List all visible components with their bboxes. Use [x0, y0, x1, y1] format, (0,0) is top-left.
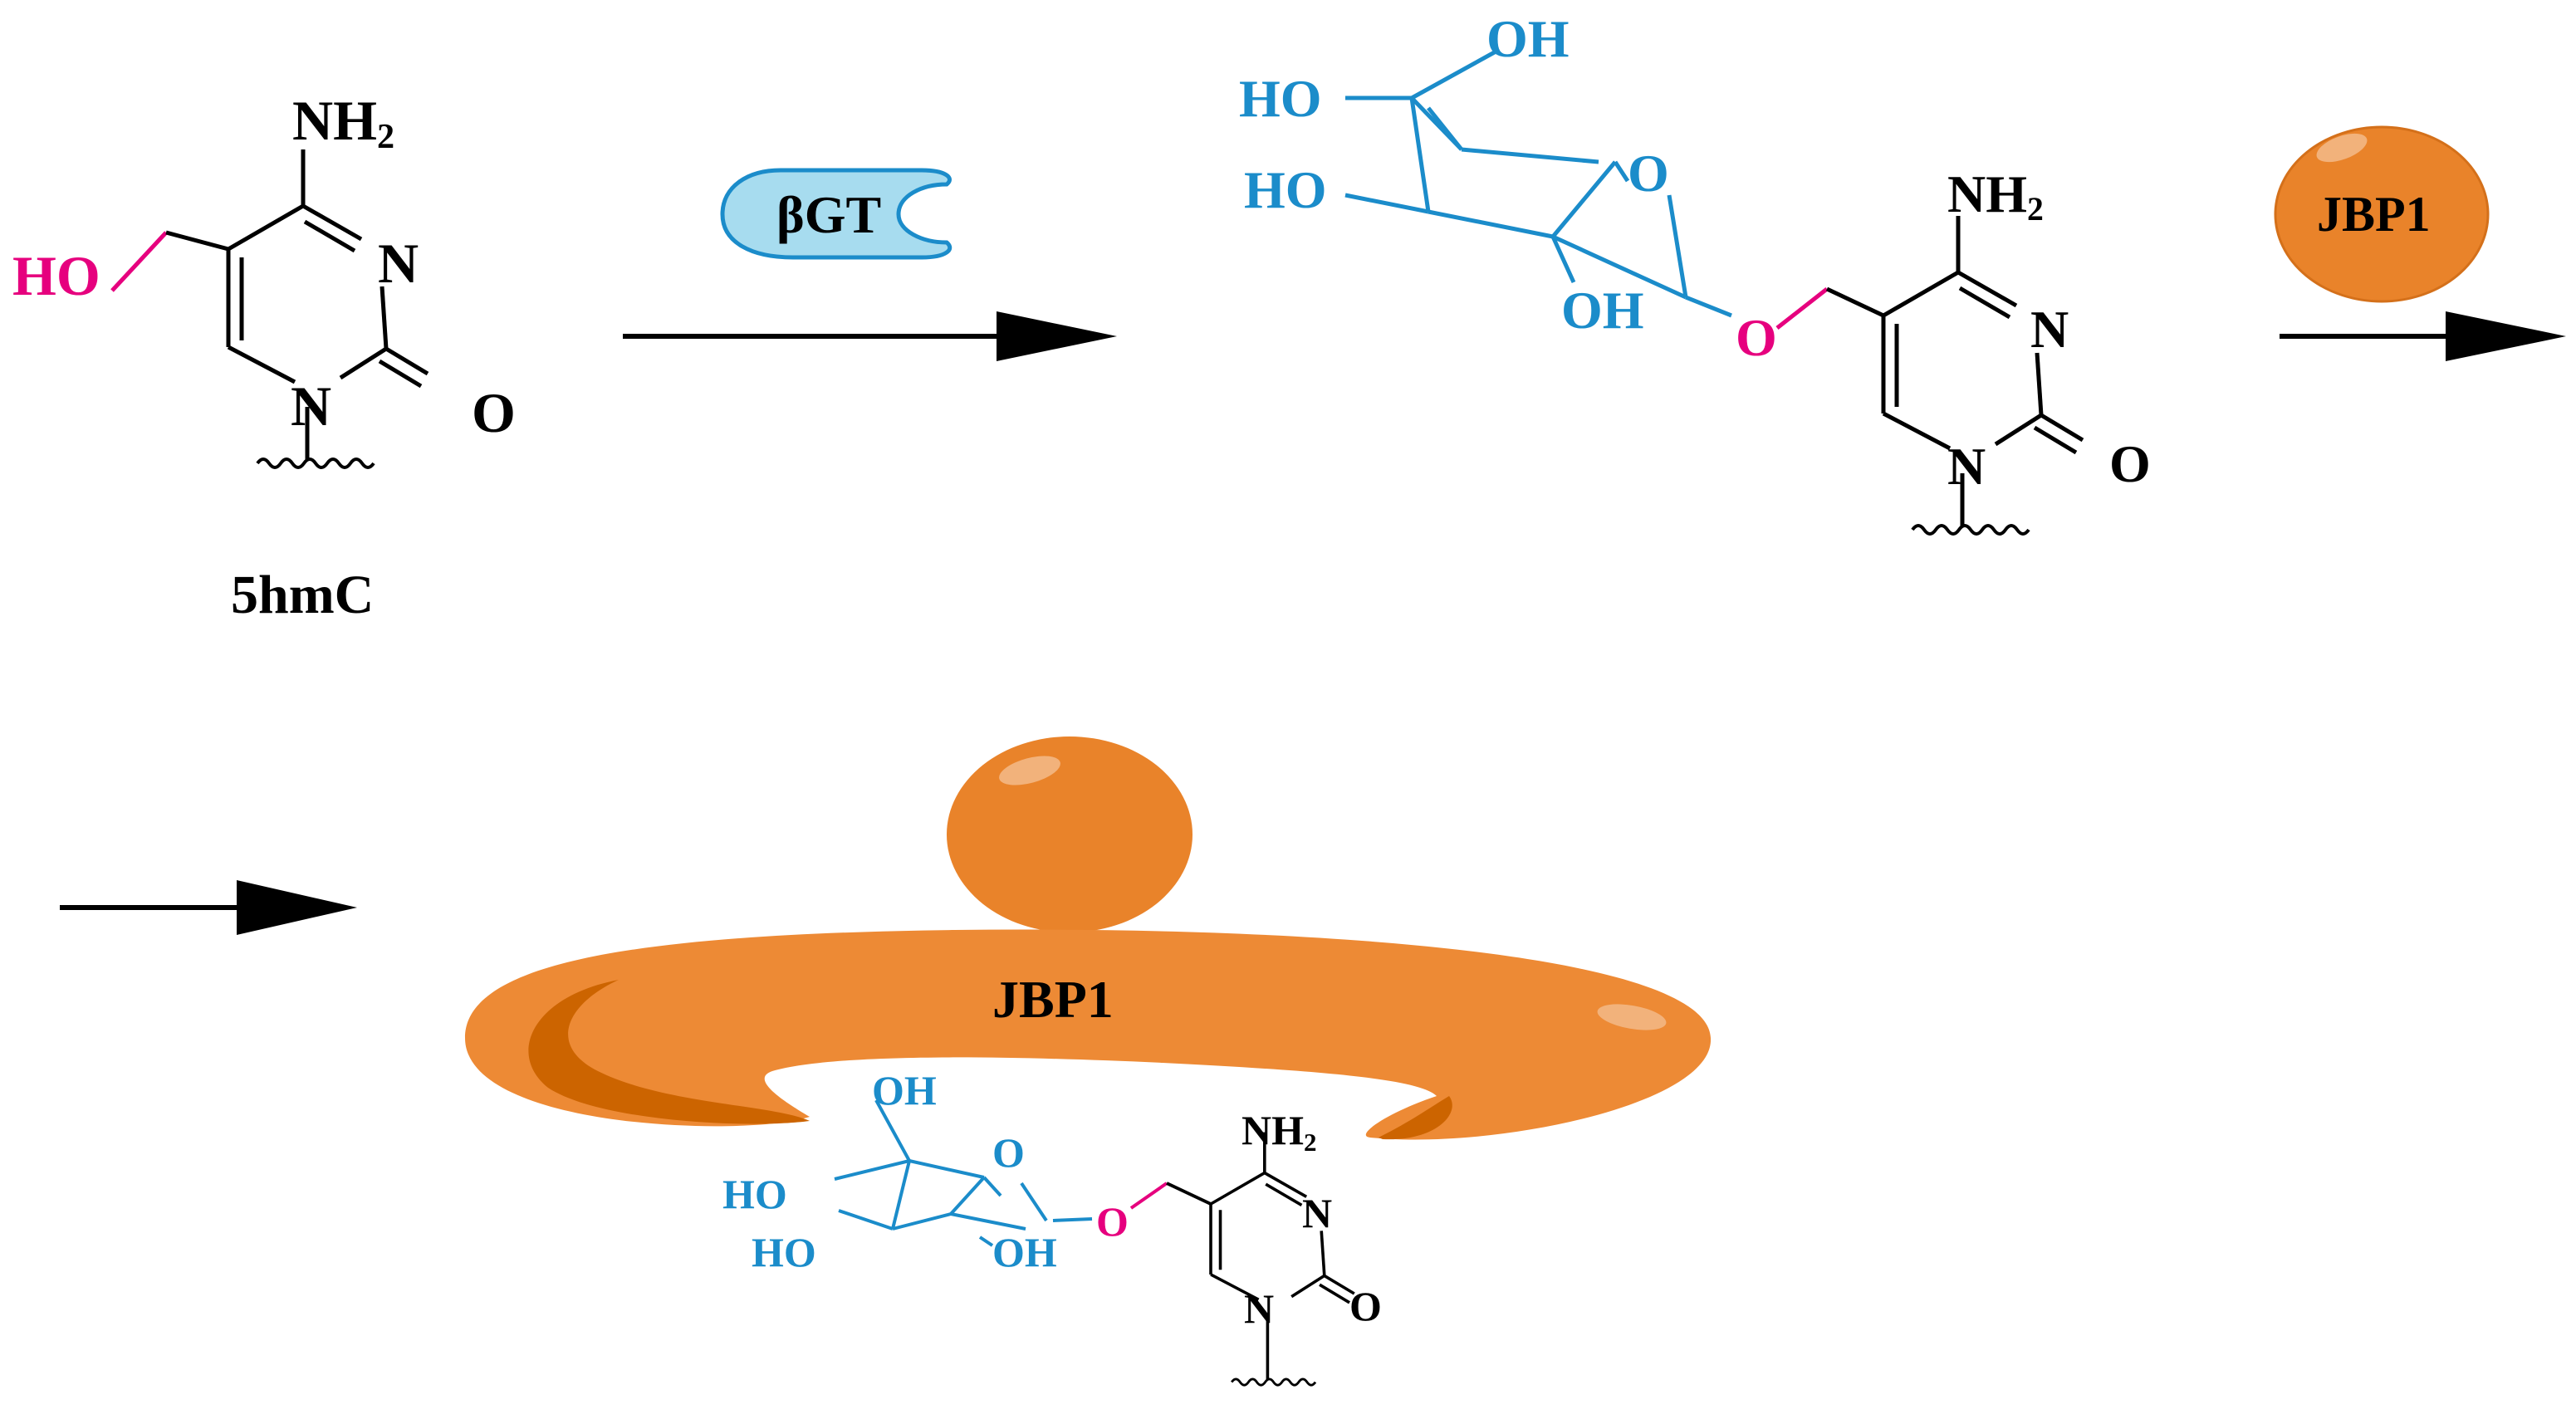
reaction-arrow-1	[623, 311, 1117, 361]
molecule-5hmc: HO NH2 N O N 5hmC	[12, 89, 516, 625]
jbp1-sphere	[947, 736, 1193, 932]
ho-c4-bound: HO	[722, 1171, 787, 1217]
n3-atom: N	[378, 232, 419, 295]
carbonyl-oxygen: O	[472, 381, 516, 444]
ring-oxygen-bound: O	[992, 1129, 1025, 1176]
oh-c2-bound: OH	[992, 1229, 1057, 1275]
ho-c4: HO	[1239, 69, 1322, 128]
molecule-5ghmc: OH HO HO O OH O NH2 N O N	[1239, 9, 2151, 536]
betagt-label: βGT	[776, 185, 881, 244]
n1-atom-bound: N	[1244, 1285, 1274, 1332]
reaction-arrow-2	[2280, 311, 2566, 361]
ho-c3: HO	[1244, 160, 1327, 219]
oh-c6-bound: OH	[872, 1067, 937, 1113]
nh2-group: NH2	[292, 89, 394, 156]
ho-c3-bound: HO	[752, 1229, 816, 1275]
jbp1-label: JBP1	[2317, 187, 2431, 242]
glycosidic-oxygen: O	[1736, 308, 1777, 367]
ho-group: HO	[12, 244, 100, 307]
n3-atom-2: N	[2030, 300, 2069, 359]
jbp1-bound-label: JBP1	[992, 970, 1114, 1029]
betagt-enzyme: βGT	[720, 168, 953, 260]
carbonyl-oxygen-2: O	[2109, 434, 2151, 493]
n1-atom-2: N	[1947, 437, 1986, 496]
hydroxymethyl-bond	[110, 231, 168, 292]
oh-c6: OH	[1486, 9, 1570, 68]
ch2-bond	[165, 230, 229, 252]
oh-c2: OH	[1561, 281, 1644, 340]
n1-atom: N	[291, 374, 331, 438]
reaction-arrow-3	[60, 880, 357, 935]
jbp1-complex: JBP1	[465, 736, 1712, 1140]
compound-label-5hmc: 5hmC	[231, 565, 374, 625]
nh2-group-bound: NH2	[1241, 1107, 1317, 1157]
ring-oxygen: O	[1628, 144, 1669, 203]
jbp1-protein: JBP1	[2274, 125, 2490, 303]
carbonyl-oxygen-bound: O	[1349, 1283, 1382, 1329]
glycosidic-oxygen-bound: O	[1096, 1198, 1129, 1245]
molecule-5ghmc-bound: OH HO HO O OH O NH2 N O N	[722, 1067, 1382, 1387]
nh2-group-2: NH2	[1947, 164, 2044, 228]
n3-atom-bound: N	[1302, 1190, 1332, 1236]
